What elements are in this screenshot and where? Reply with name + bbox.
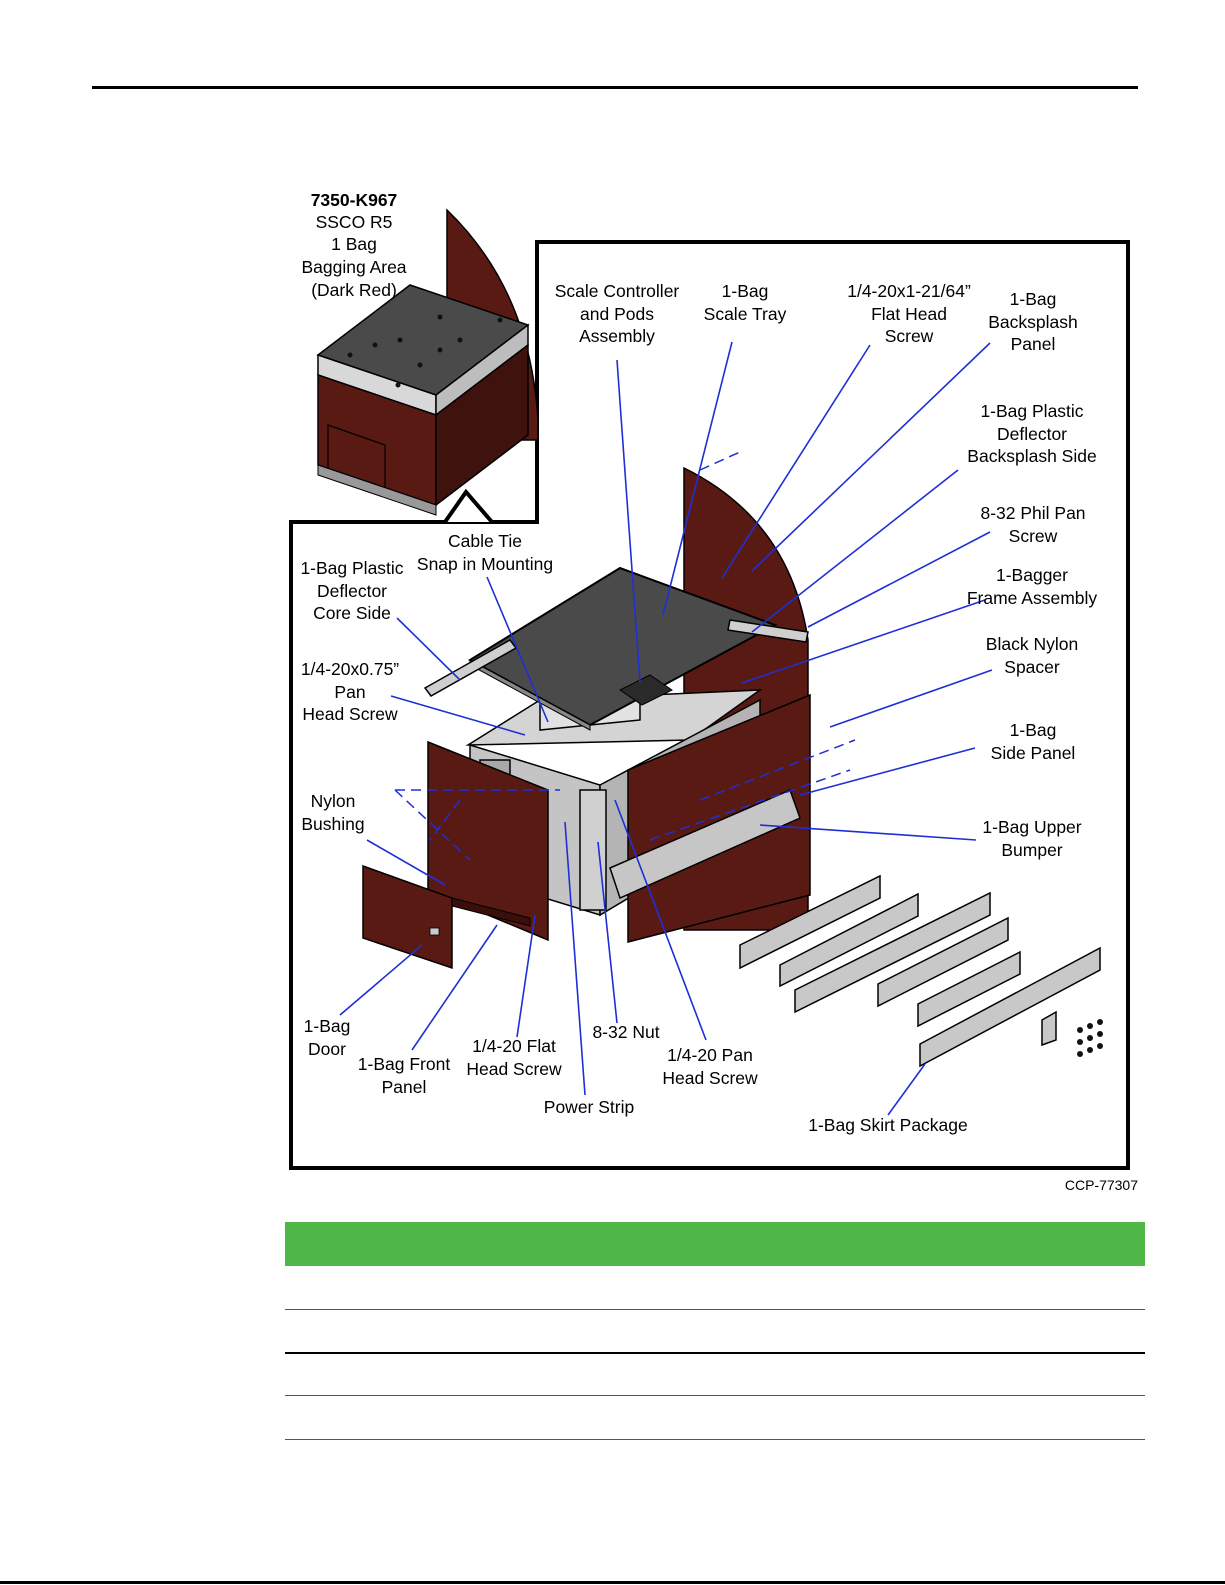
figure-id: CCP-77307 [1064, 1177, 1138, 1193]
inset-line: 1 Bag [331, 234, 377, 254]
skirt-hardware [1077, 1019, 1103, 1057]
callout-flat-head-screw-long: 1/4-20x1-21/64” Flat Head Screw [847, 281, 971, 346]
skirt-package-shape [739, 874, 1101, 1068]
inset-line: SSCO R5 [315, 212, 393, 232]
inset-callout-pointer [443, 432, 539, 524]
callout-side-panel: 1-Bag Side Panel [990, 720, 1076, 763]
table-row [285, 1352, 1145, 1396]
callout-nylon-spacer: Black Nylon Spacer [985, 634, 1079, 677]
inset-line: (Dark Red) [311, 280, 397, 300]
callout-backsplash-panel: 1-Bag Backsplash Panel [988, 289, 1078, 354]
front-panel-shape [427, 740, 549, 942]
deflector-core-shape [423, 639, 518, 697]
inset-assembled-unit [316, 208, 539, 516]
callout-phil-pan-screw: 8-32 Phil Pan Screw [980, 503, 1086, 546]
table-row [285, 1309, 1145, 1354]
footer-rule [0, 1581, 1225, 1584]
callout-upper-bumper: 1-Bag Upper Bumper [982, 817, 1082, 860]
door-shape [362, 864, 453, 970]
callout-nut: 8-32 Nut [592, 1022, 660, 1042]
callout-cable-tie: Cable Tie Snap in Mounting [416, 531, 554, 574]
inset-line: Bagging Area [301, 257, 407, 277]
callout-scale-tray: 1-Bag Scale Tray [703, 281, 787, 324]
callout-leaders [339, 341, 993, 1116]
assembly-guide-lines [394, 451, 856, 861]
table-row [285, 1396, 1145, 1440]
callout-scale-controller: Scale Controller and Pods Assembly [554, 281, 680, 346]
table-header-band [285, 1222, 1145, 1266]
callout-pan-head-screw: 1/4-20 Pan Head Screw [662, 1045, 758, 1088]
callout-frame-assembly: 1-Bagger Frame Assembly [966, 565, 1098, 608]
callout-power-strip: Power Strip [543, 1097, 635, 1117]
callout-front-panel: 1-Bag Front Panel [357, 1054, 451, 1097]
callout-skirt-package: 1-Bag Skirt Package [808, 1115, 968, 1135]
upper-bumper-shape [609, 788, 801, 900]
callout-pan-head-screw-075: 1/4-20x0.75” Pan Head Screw [300, 659, 400, 724]
table-row [285, 1266, 1145, 1310]
callout-deflector-core: 1-Bag Plastic Deflector Core Side [300, 558, 404, 623]
inset-title: 7350-K967 [310, 190, 398, 210]
callout-flat-head-screw: 1/4-20 Flat Head Screw [466, 1036, 562, 1079]
header-rule [92, 86, 1138, 89]
deflector-backsplash-shape [727, 619, 809, 643]
callout-nylon-bushing: Nylon Bushing [301, 791, 365, 834]
callout-deflector-backsplash: 1-Bag Plastic Deflector Backsplash Side [967, 401, 1097, 466]
exploded-assembly-figure [289, 208, 1130, 1170]
callout-door: 1-Bag Door [303, 1016, 351, 1059]
